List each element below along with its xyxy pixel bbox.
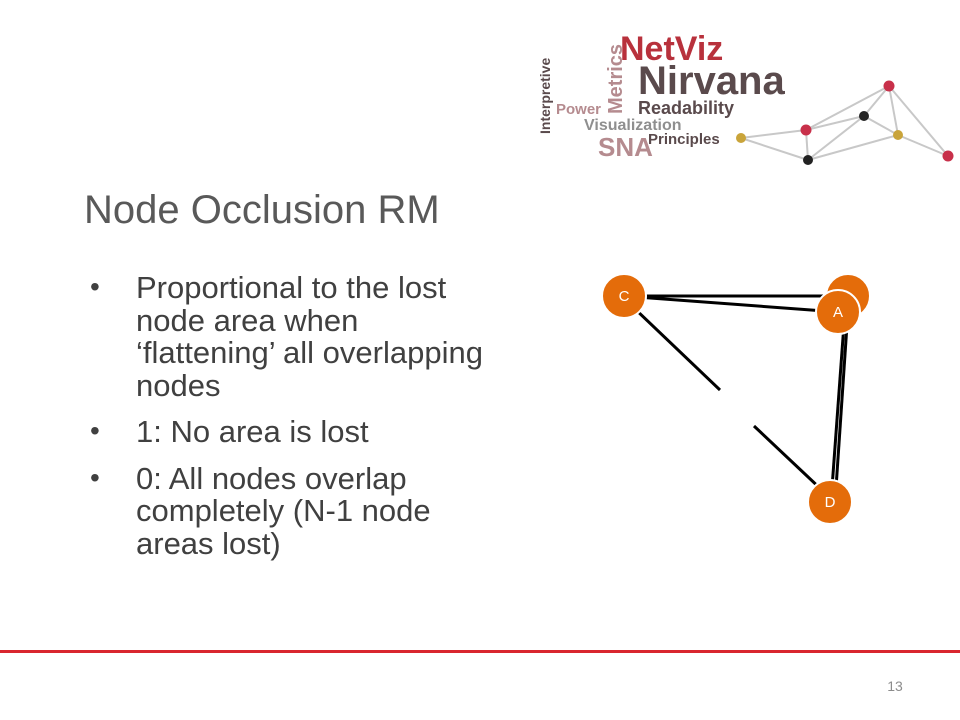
logo-word-nirvana: Nirvana <box>638 59 785 103</box>
node-a-label: A <box>833 304 843 321</box>
logo-word-readability: Readability <box>638 98 734 118</box>
logo-word-interpretive: Interpretive <box>537 58 553 134</box>
graph-nodes <box>601 273 871 525</box>
node-a <box>815 289 861 335</box>
edge-a-d <box>830 323 846 489</box>
occlusion-graph-diagram: C A D <box>601 273 871 525</box>
bullet-text: 1: No area is lost <box>136 414 369 450</box>
logo-word-principles: Principles <box>648 131 720 148</box>
logo-word-netviz: NetViz <box>620 30 723 68</box>
node-d-label: D <box>825 494 836 511</box>
netviz-nirvana-logo: Interpretive Metrics NetViz Nirvana Powe… <box>537 30 954 165</box>
logo-word-visualization: Visualization <box>584 117 682 134</box>
logo-word-power: Power <box>556 101 601 118</box>
edge-hidden-node-d <box>834 309 850 489</box>
edge-c-d-lower <box>752 424 826 494</box>
node-d <box>807 479 853 525</box>
bullet-list: • Proportional to the lost node area whe… <box>84 270 484 574</box>
graph-labels: C A D <box>619 288 843 511</box>
logo-network-nodes <box>736 80 954 165</box>
bullet-text: Proportional to the lost node area when … <box>136 270 483 403</box>
node-c-label: C <box>619 288 630 305</box>
bullet-dot-icon: • <box>90 461 100 493</box>
bullet-item: • Proportional to the lost node area whe… <box>84 270 484 403</box>
bullet-item: • 1: No area is lost <box>84 414 484 450</box>
slide-title: Node Occlusion RM <box>84 188 440 232</box>
bullet-text: 0: All nodes overlap completely (N-1 nod… <box>136 460 431 561</box>
node-c <box>601 273 647 319</box>
edge-c-a <box>623 294 839 314</box>
graph-edges <box>623 294 850 494</box>
footer-divider <box>0 650 960 653</box>
bullet-dot-icon: • <box>90 271 100 302</box>
logo-word-metrics: Metrics <box>605 44 627 114</box>
logo-word-sna: SNA <box>598 132 653 162</box>
page-number: 13 <box>887 678 903 694</box>
bullet-item: • 0: All nodes overlap completely (N-1 n… <box>84 460 484 561</box>
bullet-dot-icon: • <box>90 415 100 447</box>
edge-c-d-upper <box>632 306 722 392</box>
logo-network-lines <box>740 85 949 161</box>
